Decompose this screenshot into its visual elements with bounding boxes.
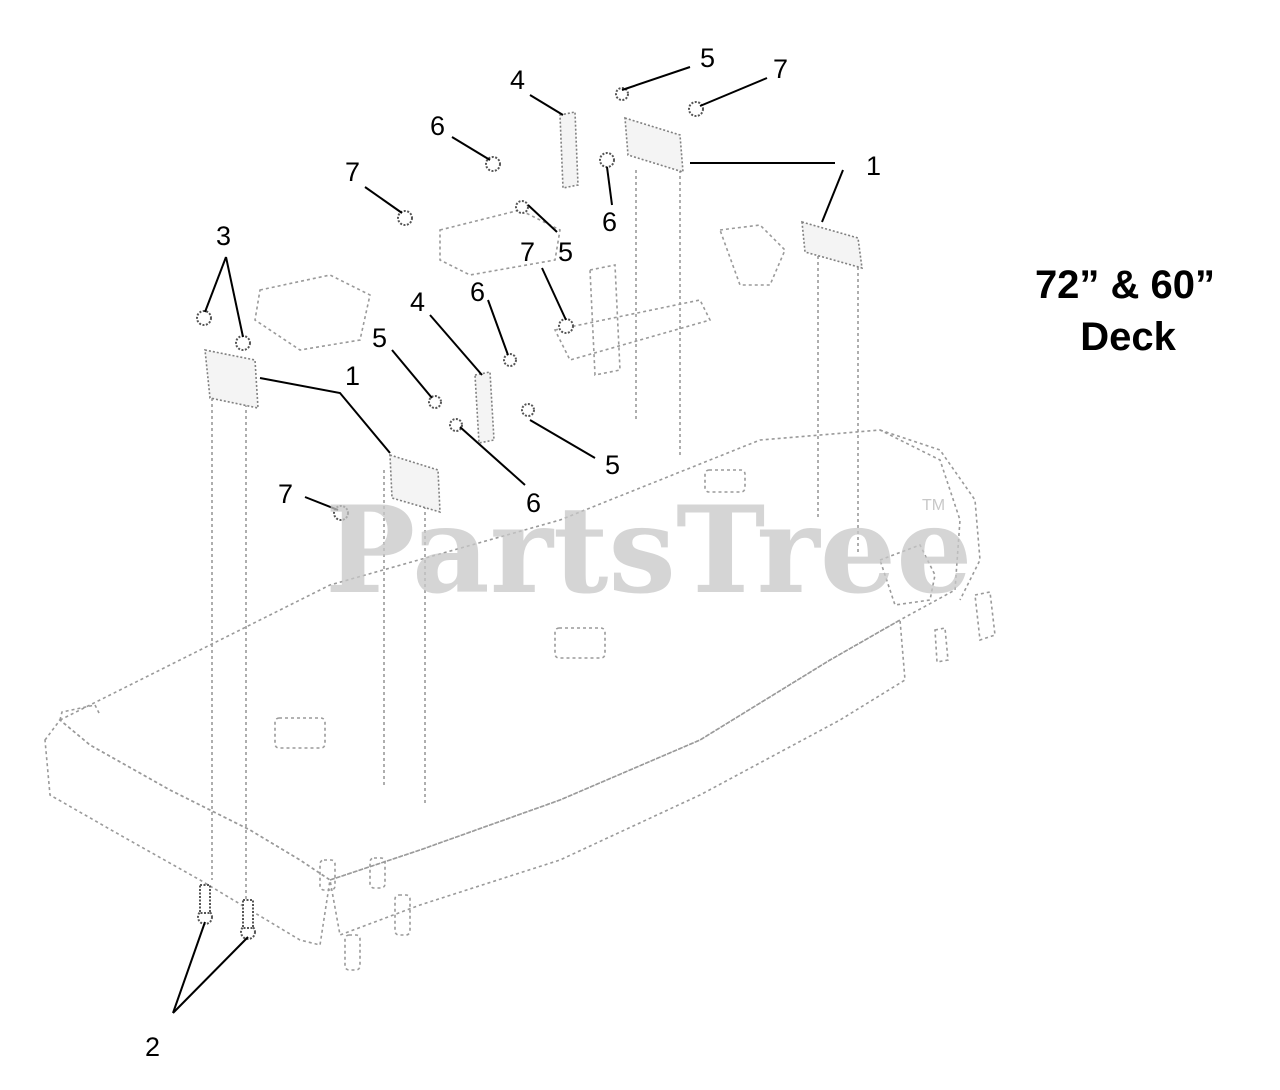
callout-3: 3 xyxy=(216,221,231,251)
nut-part-7a xyxy=(397,210,413,226)
bracket-part-1-left xyxy=(204,349,259,409)
callout-7-upper-left: 7 xyxy=(345,157,360,187)
nut-part-3b xyxy=(235,335,251,351)
callout-4-lower: 4 xyxy=(410,287,425,317)
callout-1-right: 1 xyxy=(866,151,881,181)
bracket-part-1-right xyxy=(801,220,863,270)
nut-part-7c xyxy=(558,318,574,334)
washer-part-6d xyxy=(449,418,463,432)
callout-6-upper-right: 6 xyxy=(602,207,617,237)
callout-5-lower-right: 5 xyxy=(605,450,620,480)
partstree-watermark: PartsTree xyxy=(325,480,972,621)
washer-part-6b xyxy=(599,152,615,168)
bolt-part-5a xyxy=(615,87,629,101)
bolt-part-5d xyxy=(521,403,535,417)
callout-2: 2 xyxy=(145,1032,160,1062)
callout-7-mid: 7 xyxy=(520,237,535,267)
callout-5-upper-mid: 5 xyxy=(558,237,573,267)
hardware-parts xyxy=(196,87,863,940)
callout-7-lower: 7 xyxy=(278,479,293,509)
leader-lines xyxy=(172,66,844,1014)
deck-size-heading: 72” & 60” xyxy=(1035,263,1215,307)
watermark-trademark: TM xyxy=(922,497,945,514)
callout-4-upper: 4 xyxy=(510,65,525,95)
mower-deck-illustration xyxy=(44,170,996,971)
nut-part-3a xyxy=(196,310,212,326)
deck-label: Deck xyxy=(1080,315,1176,359)
link-part-4-lower xyxy=(474,371,495,444)
bracket-part-1-center xyxy=(389,453,441,514)
callout-1-left: 1 xyxy=(345,361,360,391)
link-part-4-upper xyxy=(559,111,579,189)
bolt-part-5c xyxy=(428,395,442,409)
callout-5-top: 5 xyxy=(700,43,715,73)
bolt-part-5b xyxy=(515,200,529,214)
callout-6-upper-left: 6 xyxy=(430,111,445,141)
callout-6-lower: 6 xyxy=(526,488,541,518)
callout-5-lower-left: 5 xyxy=(372,323,387,353)
callout-labels: 1 1 2 3 4 4 5 5 5 5 6 6 6 6 7 7 7 7 xyxy=(145,43,881,1062)
bracket-part-1-rear xyxy=(624,116,684,174)
callout-7-top-right: 7 xyxy=(773,54,788,84)
callout-6-mid: 6 xyxy=(470,277,485,307)
nut-part-7b xyxy=(688,101,704,117)
washer-part-6c xyxy=(503,353,517,367)
